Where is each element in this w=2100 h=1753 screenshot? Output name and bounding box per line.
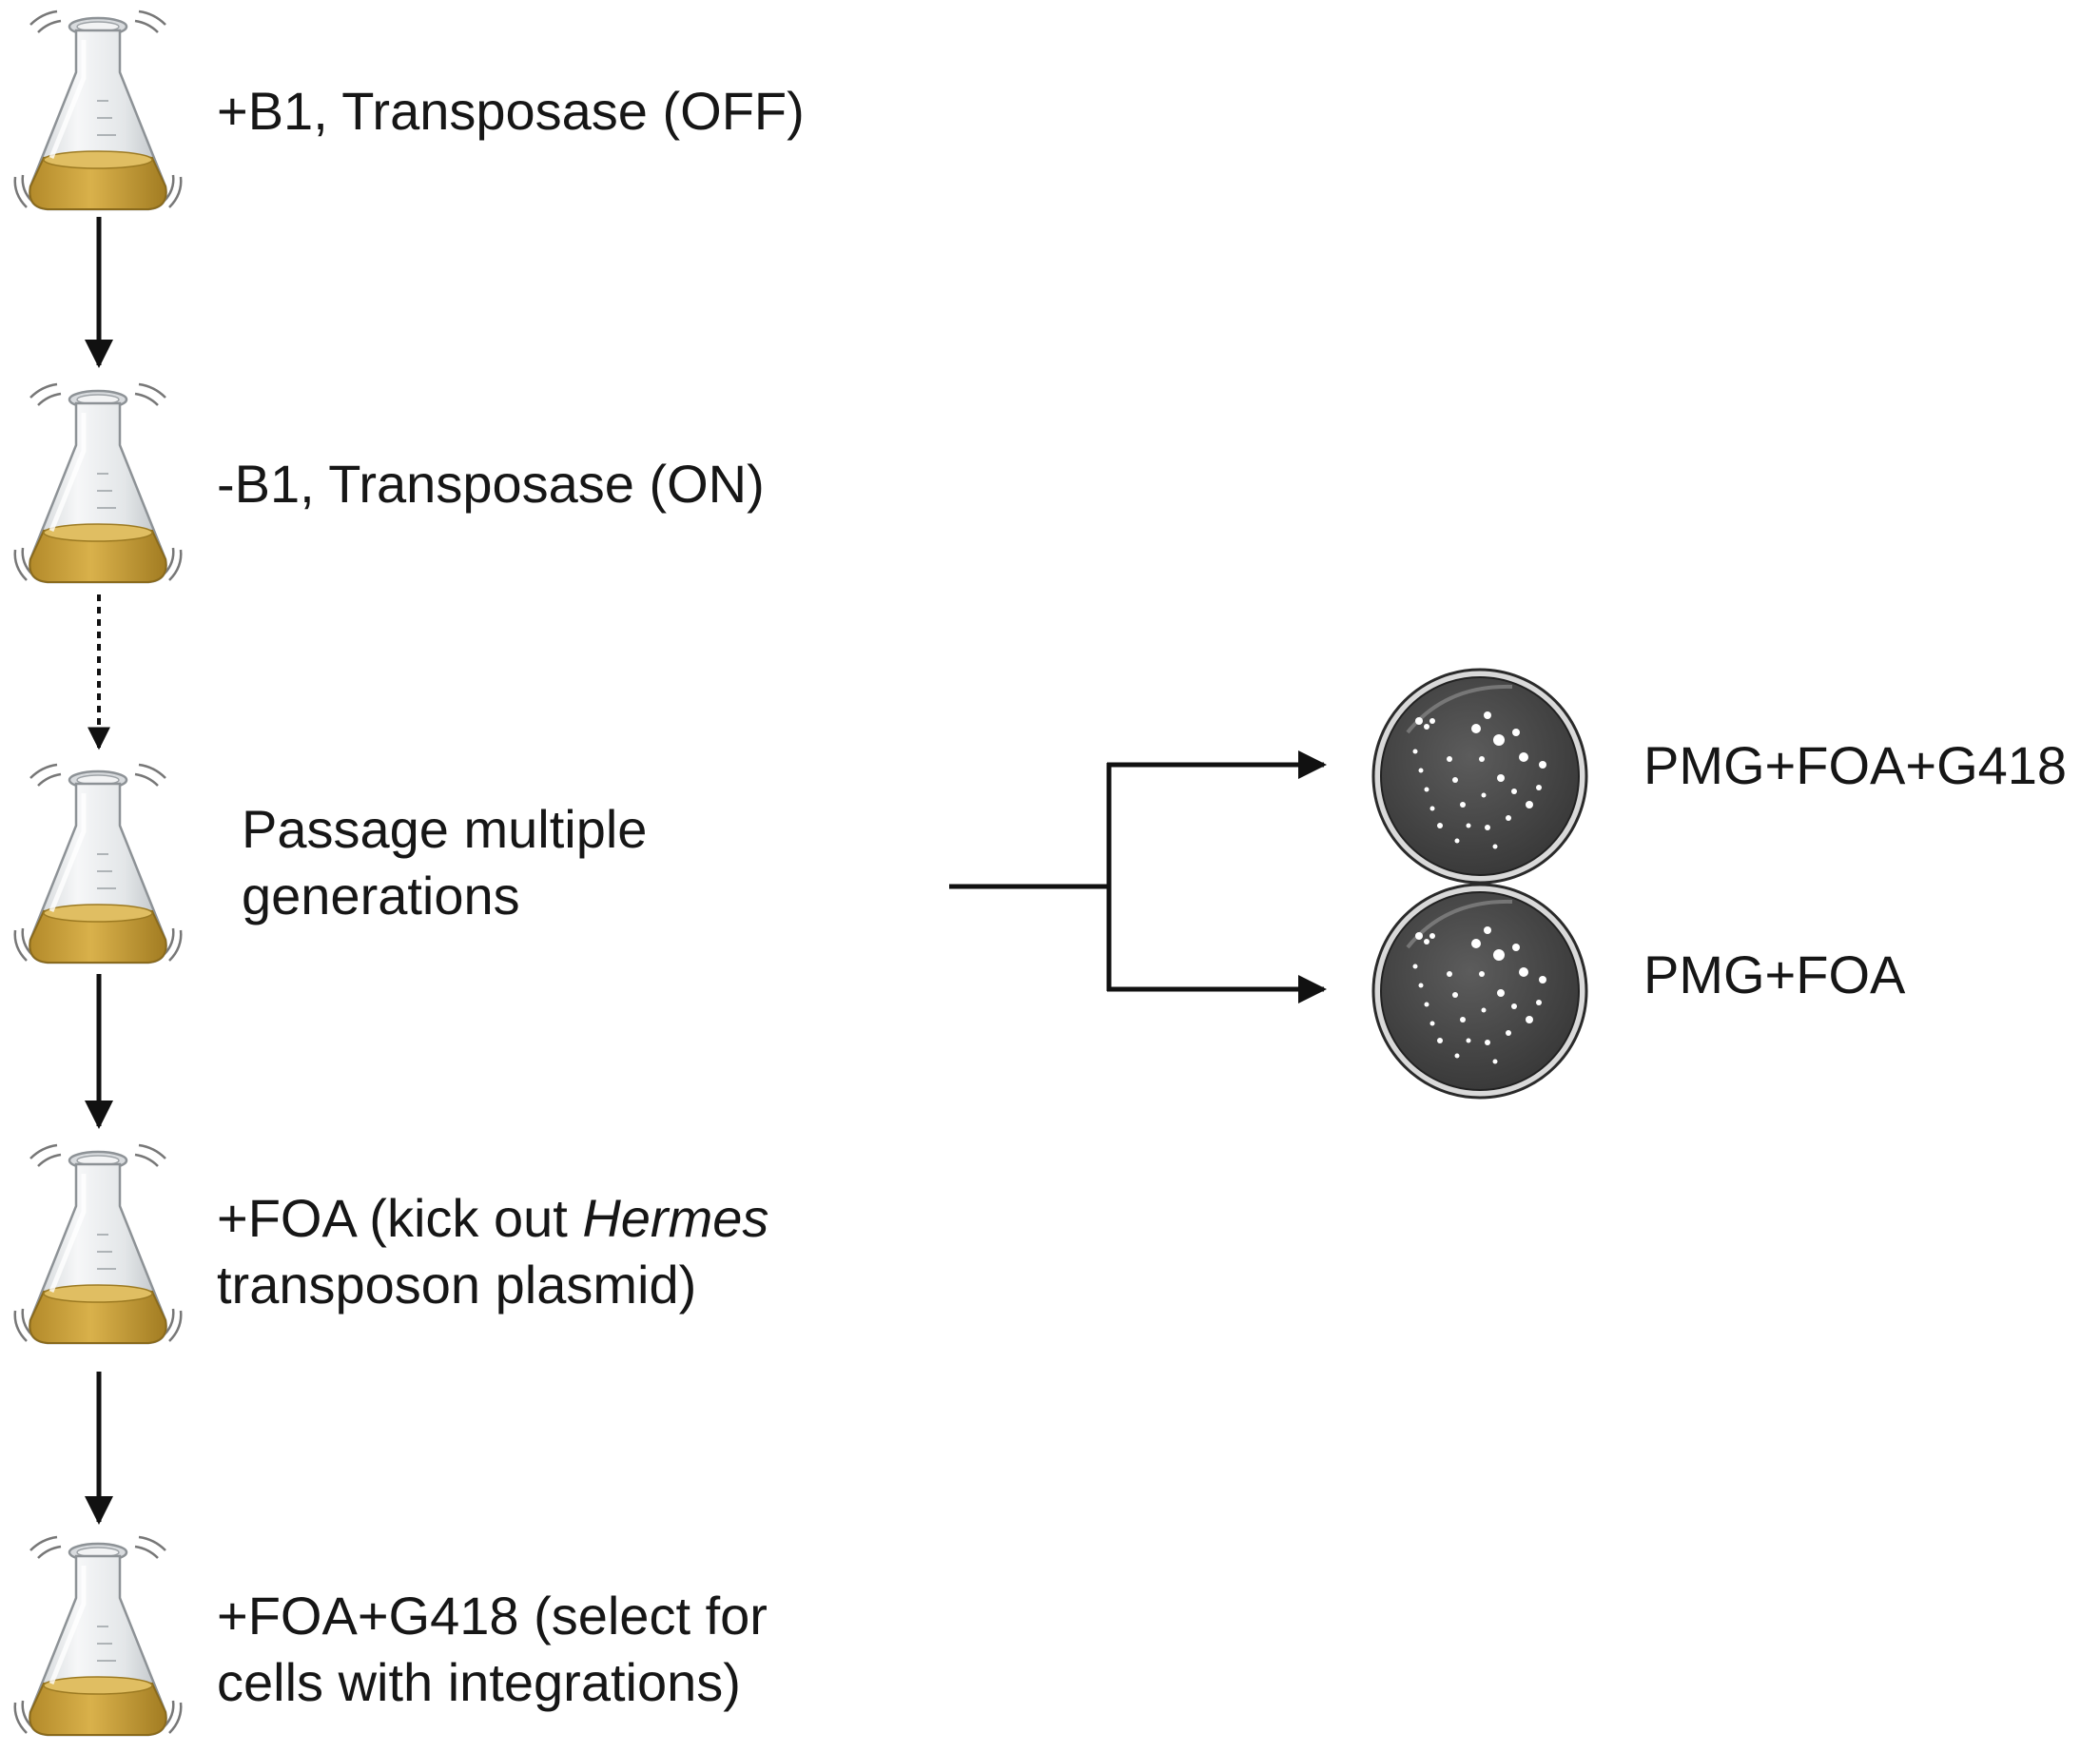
step-1-label: +B1, Transposase (OFF) <box>217 81 805 141</box>
step-4-line-1-italic: Hermes <box>582 1188 769 1248</box>
step-3-line-1: Passage multiple <box>242 799 648 859</box>
plate-1-label: PMG+FOA+G418 <box>1643 735 2068 795</box>
step-4-label: +FOA (kick out Hermes transposon plasmid… <box>217 1185 768 1318</box>
flask-icon <box>15 1145 182 1343</box>
step-4-line-1-prefix: +FOA (kick out <box>217 1188 583 1248</box>
step-4-line-2: transposon plasmid) <box>217 1255 697 1315</box>
step-4-line-1: +FOA (kick out Hermes <box>217 1185 768 1252</box>
step-3-label: Passage multiple generations <box>242 796 647 929</box>
step-2-label: -B1, Transposase (ON) <box>217 454 765 514</box>
flask-icon <box>15 384 182 582</box>
flask-icon <box>15 11 182 209</box>
step-5-label: +FOA+G418 (select for cells with integra… <box>217 1583 768 1716</box>
step-5-line-1: +FOA+G418 (select for <box>217 1586 768 1646</box>
flask-icon <box>15 765 182 963</box>
plate-2-label: PMG+FOA <box>1643 945 1906 1004</box>
petri-dish-icon <box>1371 883 1588 1100</box>
step-5-line-2: cells with integrations) <box>217 1652 741 1712</box>
branch-connector <box>949 750 1327 1003</box>
petri-dish-icon <box>1371 668 1588 885</box>
step-3-line-2: generations <box>242 866 520 925</box>
flask-icon <box>15 1537 182 1735</box>
